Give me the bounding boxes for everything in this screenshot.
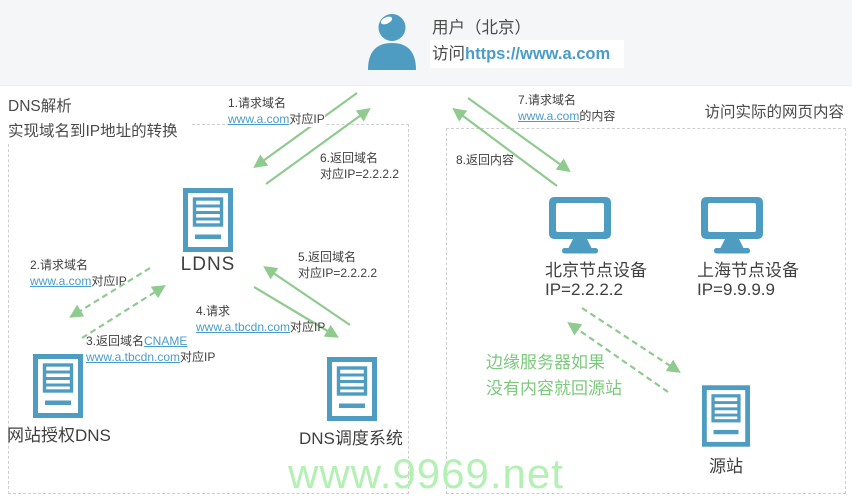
user-icon bbox=[368, 14, 416, 70]
shanghai-node-label: 上海节点设备 bbox=[697, 261, 799, 280]
step-2-line1: 2.请求域名 bbox=[30, 258, 89, 272]
web-section-title: 访问实际的网页内容 bbox=[692, 100, 844, 125]
node-ldns bbox=[183, 188, 233, 257]
watermark: www.9969.net bbox=[288, 450, 564, 497]
user-banner: 用户（北京） 访问https://www.a.com bbox=[0, 0, 852, 86]
step-5-line1: 5.返回域名 bbox=[298, 250, 357, 264]
shanghai-node-ip: IP=9.9.9.9 bbox=[697, 280, 775, 299]
server-icon bbox=[33, 354, 83, 418]
step-7-domain-link[interactable]: www.a.com bbox=[518, 109, 580, 123]
visit-line: 访问https://www.a.com bbox=[430, 40, 625, 68]
step-1-label: 1.请求域名 www.a.com对应IP bbox=[228, 95, 325, 127]
step-4-line1: 4.请求 bbox=[196, 304, 231, 318]
dns-section-title: DNS解析 实现域名到IP地址的转换 bbox=[8, 94, 190, 144]
step-2-domain-link[interactable]: www.a.com bbox=[30, 274, 92, 288]
step-2-suffix: 对应IP bbox=[91, 274, 127, 288]
step-4-suffix: 对应IP bbox=[290, 320, 326, 334]
dns-section-title-line1: DNS解析 bbox=[8, 98, 72, 115]
node-beijing bbox=[548, 196, 612, 260]
beijing-node-ip: IP=2.2.2.2 bbox=[545, 280, 623, 299]
origin-label: 源站 bbox=[709, 457, 743, 476]
monitor-icon bbox=[549, 197, 611, 254]
step-3-label: 3.返回域名CNAME www.a.tbcdn.com对应IP bbox=[86, 333, 215, 365]
ldns-label: LDNS bbox=[180, 254, 236, 275]
step-8-label: 8.返回内容 bbox=[456, 152, 514, 168]
step-1-domain-link[interactable]: www.a.com bbox=[228, 112, 290, 126]
dns-section-title-line2: 实现域名到IP地址的转换 bbox=[8, 123, 178, 140]
web-content-section-border bbox=[446, 128, 846, 494]
step-6-line1: 6.返回域名 bbox=[320, 151, 379, 165]
visit-prefix: 访问 bbox=[432, 45, 465, 63]
step-3-cname-link[interactable]: CNAME bbox=[144, 334, 188, 348]
server-icon bbox=[702, 385, 750, 447]
server-icon bbox=[327, 357, 377, 421]
edge-server-note: 边缘服务器如果 没有内容就回源站 bbox=[486, 350, 622, 402]
edge-server-note-line1: 边缘服务器如果 bbox=[486, 353, 605, 372]
step-8-line1: 8.返回内容 bbox=[456, 153, 515, 167]
step-1-suffix: 对应IP bbox=[289, 112, 325, 126]
step-6-label: 6.返回域名 对应IP=2.2.2.2 bbox=[320, 150, 399, 182]
step-6-line2: 对应IP=2.2.2.2 bbox=[320, 167, 400, 181]
step-5-label: 5.返回域名 对应IP=2.2.2.2 bbox=[298, 249, 377, 281]
edge-server-note-line2: 没有内容就回源站 bbox=[486, 379, 622, 398]
auth-dns-label: 网站授权DNS bbox=[7, 426, 111, 445]
node-auth-dns bbox=[33, 354, 83, 423]
server-icon bbox=[183, 188, 233, 252]
node-shanghai bbox=[700, 196, 764, 260]
dns-scheduler-label: DNS调度系统 bbox=[299, 429, 403, 448]
visit-url-link[interactable]: https://www.a.com bbox=[465, 45, 611, 63]
step-2-label: 2.请求域名 www.a.com对应IP bbox=[30, 257, 127, 289]
dns-resolution-section-border bbox=[8, 124, 409, 494]
beijing-node-label: 北京节点设备 bbox=[545, 261, 647, 280]
step-4-domain-link[interactable]: www.a.tbcdn.com bbox=[196, 320, 291, 334]
step-7-suffix: 的内容 bbox=[579, 109, 616, 123]
node-dns-scheduler bbox=[327, 357, 377, 426]
step-3-suffix: 对应IP bbox=[180, 350, 216, 364]
node-origin bbox=[702, 385, 750, 452]
step-5-line2: 对应IP=2.2.2.2 bbox=[298, 266, 378, 280]
user-label: 用户（北京） bbox=[432, 19, 531, 37]
step-3-domain-link[interactable]: www.a.tbcdn.com bbox=[86, 350, 181, 364]
step-4-label: 4.请求 www.a.tbcdn.com对应IP bbox=[196, 303, 325, 335]
user-text: 用户（北京） 访问https://www.a.com bbox=[430, 16, 625, 68]
step-1-line1: 1.请求域名 bbox=[228, 96, 287, 110]
step-7-line1: 7.请求域名 bbox=[518, 93, 577, 107]
step-3-prefix: 3.返回域名 bbox=[86, 334, 145, 348]
monitor-icon bbox=[701, 197, 763, 254]
step-7-label: 7.请求域名 www.a.com的内容 bbox=[518, 92, 615, 124]
